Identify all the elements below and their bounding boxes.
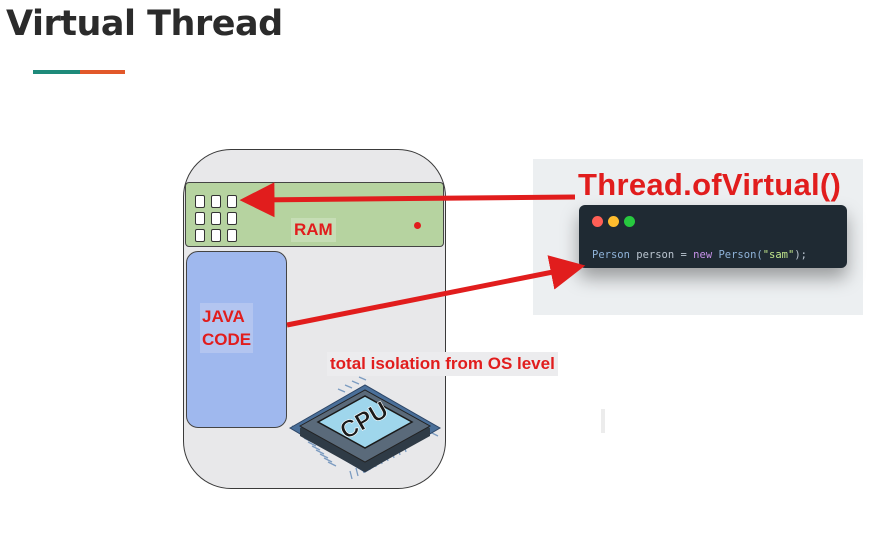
- ram-label: RAM: [291, 218, 336, 242]
- ram-cell: [227, 212, 237, 225]
- slide-title: Virtual Thread: [6, 4, 283, 44]
- window-maximize-dot: [624, 216, 635, 227]
- code-end: );: [794, 249, 807, 261]
- method-label: Thread.ofVirtual(): [578, 167, 842, 202]
- java-label-line1: JAVA: [202, 307, 245, 326]
- code-type: Person: [592, 249, 630, 261]
- ram-cell: [227, 229, 237, 242]
- code-constructor: Person(: [712, 249, 763, 261]
- ram-cell: [227, 195, 237, 208]
- ram-cell: [195, 229, 205, 242]
- code-assign: =: [674, 249, 694, 261]
- title-underline-orange: [80, 70, 125, 74]
- code-window: [579, 205, 847, 268]
- ram-cell: [211, 195, 221, 208]
- ram-cell: [195, 195, 205, 208]
- code-string: "sam": [762, 249, 795, 261]
- window-close-dot: [592, 216, 603, 227]
- window-minimize-dot: [608, 216, 619, 227]
- java-code-label: JAVA CODE: [200, 303, 254, 353]
- cursor-mark: [601, 409, 605, 433]
- java-label-line2: CODE: [202, 330, 252, 349]
- title-underline-teal: [33, 70, 80, 74]
- code-keyword: new: [693, 249, 713, 261]
- ram-cell: [211, 229, 221, 242]
- ram-dot: [414, 222, 421, 229]
- ram-cell: [195, 212, 205, 225]
- ram-cell: [211, 212, 221, 225]
- code-var: person: [629, 249, 675, 261]
- isolation-label: total isolation from OS level: [327, 352, 558, 376]
- code-line: Person person = new Person("sam");: [592, 249, 807, 261]
